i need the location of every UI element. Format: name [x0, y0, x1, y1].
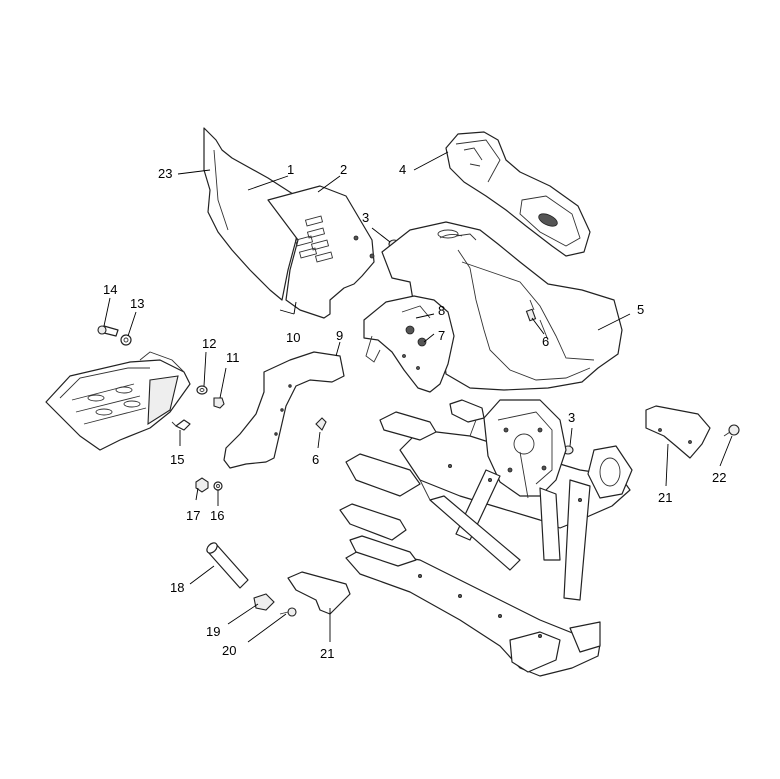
- callout-12: 12: [202, 336, 216, 351]
- part-clip-lower: [315, 417, 327, 431]
- callout-11: 11: [226, 350, 240, 365]
- part-screw-22: [723, 424, 740, 437]
- callout-4: 4: [399, 162, 406, 177]
- callout-3-lower: 3: [568, 410, 575, 425]
- callout-1: 1: [287, 162, 294, 177]
- part-clamp-19: [253, 593, 275, 611]
- callout-15: 15: [170, 452, 184, 467]
- part-mud-flap: [223, 351, 345, 469]
- callout-21-lower: 21: [320, 646, 334, 661]
- part-side-panel: [203, 127, 301, 301]
- callout-2: 2: [340, 162, 347, 177]
- part-screw-20: [279, 607, 297, 617]
- callout-21-right: 21: [658, 490, 672, 505]
- callout-5: 5: [637, 302, 644, 317]
- part-washer-12: [196, 385, 208, 395]
- part-bolt-15: [171, 419, 191, 431]
- part-footrest: [45, 351, 191, 451]
- callout-3-upper: 3: [362, 210, 369, 225]
- part-tube-18: [206, 542, 249, 589]
- callout-6-upper: 6: [542, 334, 549, 349]
- callout-13: 13: [130, 296, 144, 311]
- part-nut-11: [213, 397, 225, 409]
- callout-7: 7: [438, 328, 445, 343]
- part-nut-17: [195, 477, 209, 493]
- callout-19: 19: [206, 624, 220, 639]
- leader-lines: [103, 151, 733, 643]
- callout-10: 10: [286, 330, 300, 345]
- callout-23: 23: [158, 166, 172, 181]
- part-clip-upper: [525, 308, 537, 322]
- callout-17: 17: [186, 508, 200, 523]
- callout-22: 22: [712, 470, 726, 485]
- callout-9: 9: [336, 328, 343, 343]
- part-inner-fender: [267, 185, 375, 319]
- part-plate-21-right: [645, 405, 711, 459]
- part-frame: [339, 399, 633, 677]
- part-plate-21-lower: [287, 571, 351, 615]
- callout-20: 20: [222, 643, 236, 658]
- part-washer-16: [213, 481, 223, 491]
- callout-14: 14: [103, 282, 117, 297]
- callout-16: 16: [210, 508, 224, 523]
- callout-labels: 23 1 2 3 4 5 6 7 8 9 10 11 12 13 14 15 1…: [103, 162, 726, 661]
- part-front-panel: [363, 295, 455, 393]
- part-washer-13: [120, 334, 132, 346]
- part-seat: [445, 131, 591, 257]
- callout-18: 18: [170, 580, 184, 595]
- part-bolt-14: [97, 325, 119, 337]
- part-rear-fender: [381, 221, 623, 391]
- callout-8: 8: [438, 303, 445, 318]
- callout-6-lower: 6: [312, 452, 319, 467]
